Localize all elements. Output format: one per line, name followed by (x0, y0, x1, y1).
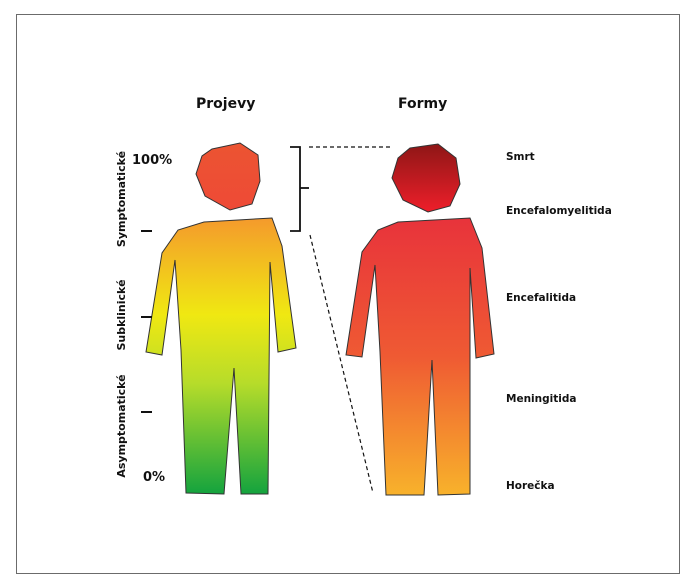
level-subclinical: Subklinické (115, 265, 129, 365)
right-figure-head (392, 144, 460, 212)
level-asymptomatic: Asymptomatické (115, 366, 129, 486)
left-figure-body (146, 218, 296, 494)
left-figure-head (196, 143, 260, 210)
percent-100-label: 100% (132, 153, 172, 168)
form-label-encefalomyelitida: Encefalomyelitida (506, 205, 612, 217)
form-label-encefalitida: Encefalitida (506, 292, 576, 304)
percent-0-label: 0% (143, 470, 165, 485)
form-label-meningitida: Meningitida (506, 393, 576, 405)
title-formy: Formy (398, 96, 447, 112)
form-label-smrt: Smrt (506, 151, 535, 163)
form-label-horecka: Horečka (506, 480, 555, 492)
level-symptomatic: Symptomatické (115, 149, 129, 249)
title-projevy: Projevy (196, 96, 255, 112)
head-bracket (290, 147, 300, 231)
right-figure-body (346, 218, 494, 495)
